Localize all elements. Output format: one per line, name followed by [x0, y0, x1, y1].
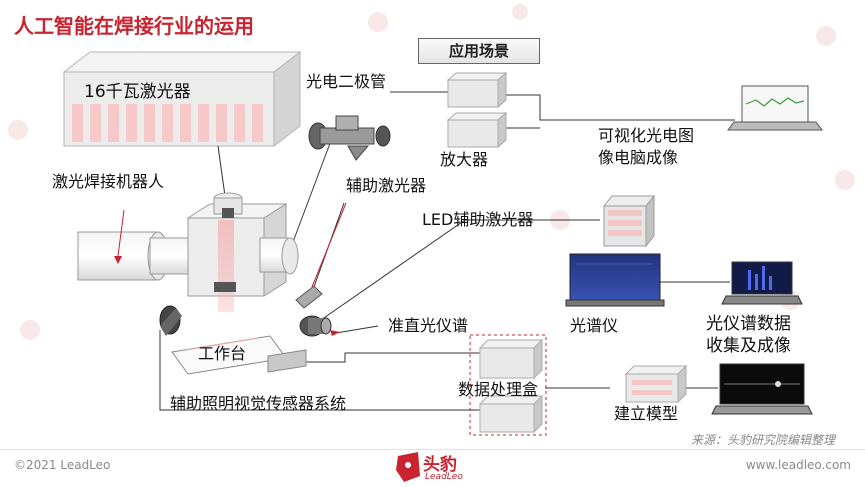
label-workbench: 工作台 [198, 344, 247, 363]
label-aux-laser: 辅助激光器 [346, 176, 427, 195]
footer-logo-text: 头豹 [423, 455, 457, 475]
label-spectrometer: 光谱仪 [570, 316, 619, 335]
model-box [624, 364, 688, 404]
footer-logo-sub: LeadLeo [425, 472, 463, 482]
monitor-icon [711, 363, 813, 415]
label-data-box: 数据处理盒 [458, 380, 539, 399]
footer-copyright: ©2021 LeadLeo [14, 458, 111, 472]
spectrometer [565, 253, 665, 307]
server-rack-icon [602, 194, 656, 248]
footer-website-link[interactable]: www.leadleo.com [745, 458, 851, 472]
aux-laser [295, 285, 323, 309]
label-led-laser: LED辅助激光器 [422, 210, 534, 229]
photodiode [308, 115, 391, 161]
label-photodiode: 光电二极管 [306, 72, 387, 91]
footer-divider [0, 449, 865, 450]
laser-box [62, 50, 302, 148]
label-spectrum-data-1: 光仪谱数据 [706, 314, 791, 334]
laptop-icon [727, 85, 823, 131]
label-vision-system: 辅助照明视觉传感器系统 [170, 394, 347, 413]
laptop-icon [721, 261, 803, 305]
scene-label: 应用场景 [418, 38, 540, 64]
label-visual-imaging-1: 可视化光电图 [598, 126, 695, 145]
source-note: 来源：头豹研究院编辑整理 [690, 433, 835, 447]
workbench [171, 335, 307, 375]
amplifier-box-bottom [446, 111, 508, 149]
label-visual-imaging-2: 像电脑成像 [598, 148, 679, 167]
connector-lines [159, 91, 735, 411]
aux-laser-arrow [311, 202, 347, 288]
amplifier-box-top [446, 71, 508, 109]
welding-robot [77, 192, 299, 312]
label-model: 建立模型 [614, 404, 679, 423]
label-amplifier: 放大器 [440, 150, 489, 169]
leadleo-logo-icon [396, 452, 420, 482]
page-title: 人工智能在焊接行业的运用 [14, 14, 254, 38]
collimator [299, 315, 340, 337]
label-collimator: 准直光仪谱 [388, 316, 469, 335]
data-processing-box [469, 334, 547, 436]
label-robot: 激光焊接机器人 [52, 172, 165, 191]
label-spectrum-data-2: 收集及成像 [706, 336, 791, 356]
label-laser: 16千瓦激光器 [84, 82, 191, 102]
side-camera [159, 305, 182, 336]
